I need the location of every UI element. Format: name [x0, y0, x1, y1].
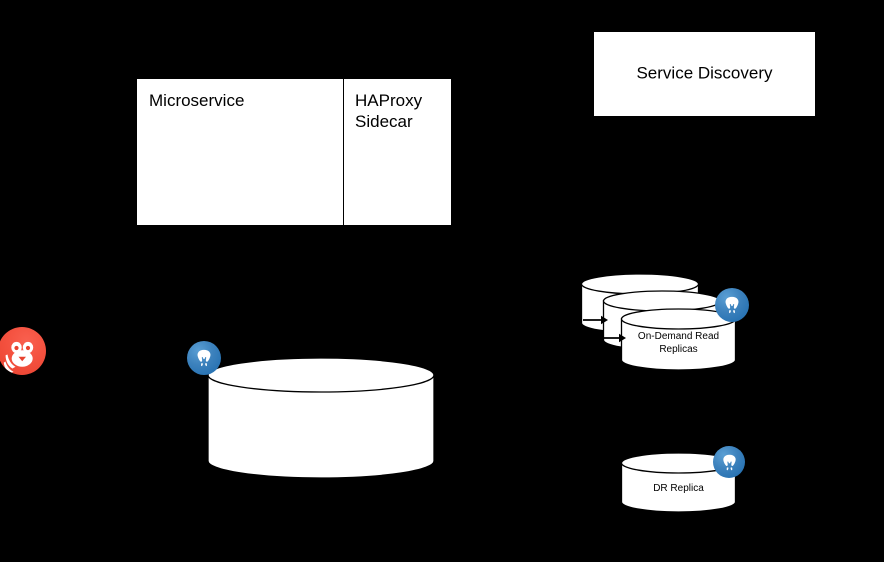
postgres-badge-primary-icon: [187, 341, 221, 375]
service-discovery-box[interactable]: Service Discovery: [593, 31, 816, 117]
primary-database-cylinder[interactable]: [206, 356, 436, 480]
service-discovery-label: Service Discovery: [636, 63, 773, 83]
microservice-label: Microservice: [149, 91, 245, 110]
dr-replica-cylinder[interactable]: DR Replica: [620, 452, 737, 514]
dr-replica-label: DR Replica: [653, 483, 704, 494]
redis-logo-icon: [0, 327, 46, 375]
replica-arrow-top-icon: [583, 314, 609, 326]
replica-arrow-bottom-icon: [601, 332, 627, 344]
box-divider: [343, 79, 344, 225]
haproxy-sidecar-label: HAProxy Sidecar: [355, 91, 423, 131]
postgres-badge-read-replicas-icon: [715, 288, 749, 322]
read-replicas-label: On-Demand Read Replicas: [637, 331, 720, 355]
postgres-badge-dr-replica-icon: [713, 446, 745, 478]
microservice-container-box[interactable]: Microservice HAProxy Sidecar: [136, 78, 452, 226]
read-replica-cylinder-front[interactable]: On-Demand Read Replicas: [620, 308, 737, 372]
